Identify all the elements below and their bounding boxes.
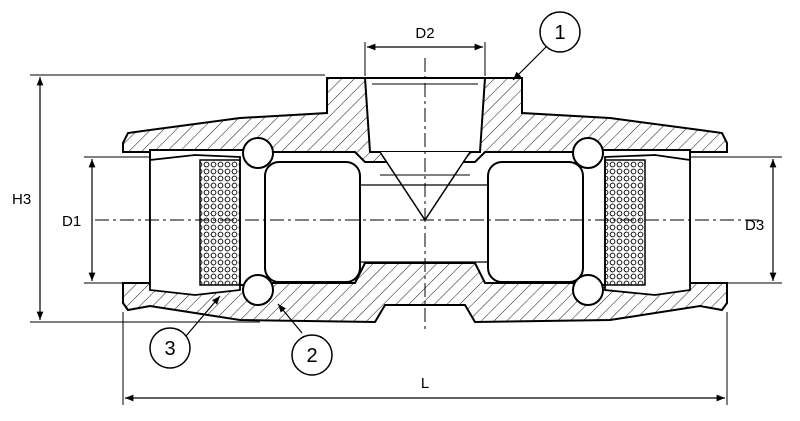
d3-label: D3 bbox=[745, 217, 764, 234]
o-ring-lower-left bbox=[242, 274, 274, 306]
main-bore bbox=[264, 161, 361, 283]
right-filter-mesh bbox=[604, 159, 646, 286]
callout-3-bubble bbox=[149, 327, 191, 369]
o-ring-lower-right bbox=[572, 274, 604, 306]
main-bore-right bbox=[487, 161, 584, 283]
d1-label: D1 bbox=[62, 213, 81, 230]
callout-2-number: 2 bbox=[306, 345, 317, 367]
d2-label: D2 bbox=[415, 25, 434, 42]
left-filter-mesh bbox=[199, 159, 241, 286]
o-ring-upper-left bbox=[242, 137, 274, 169]
callout-2-bubble bbox=[291, 334, 333, 376]
l-label: L bbox=[421, 375, 429, 392]
left-socket bbox=[123, 151, 151, 284]
callout-1-number: 1 bbox=[554, 22, 565, 44]
o-ring-upper-right bbox=[572, 137, 604, 169]
h3-label: H3 bbox=[12, 191, 31, 208]
callout-1-bubble bbox=[539, 11, 581, 53]
callout-3-number: 3 bbox=[164, 338, 175, 360]
right-socket bbox=[689, 151, 727, 284]
